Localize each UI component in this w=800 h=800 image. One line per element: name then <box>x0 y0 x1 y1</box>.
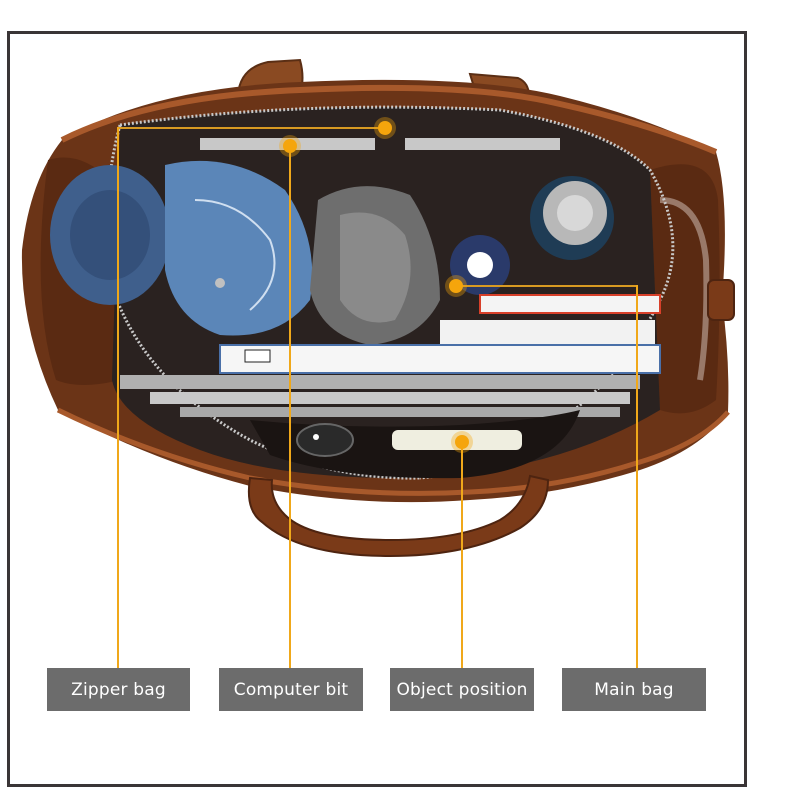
callout-dot-zipper-bag <box>378 121 392 135</box>
callout-dot-object-position <box>455 435 469 449</box>
callout-line-main-bag <box>636 285 638 668</box>
callout-line-computer-bit <box>289 146 291 668</box>
label-zipper-bag: Zipper bag <box>47 668 190 711</box>
label-computer-bit: Computer bit <box>219 668 363 711</box>
callout-line-object-position <box>461 442 463 668</box>
callout-line-zipper-bag <box>117 127 119 668</box>
label-object-position: Object position <box>390 668 534 711</box>
callout-line-zipper-bag-horizontal <box>118 127 388 129</box>
callout-dot-computer-bit <box>283 139 297 153</box>
callout-dot-main-bag <box>449 279 463 293</box>
callout-line-main-bag-horizontal <box>456 285 638 287</box>
label-main-bag: Main bag <box>562 668 706 711</box>
